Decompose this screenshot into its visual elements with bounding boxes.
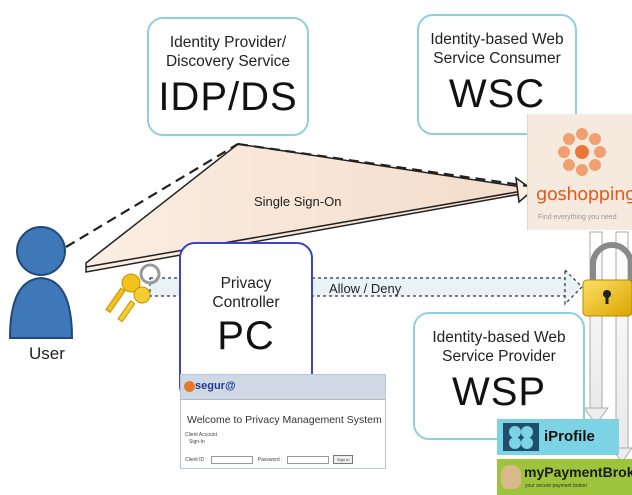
keys-icon bbox=[105, 263, 161, 323]
segura-logo-icon bbox=[184, 381, 195, 392]
wsp-subtitle: Identity-based Web Service Provider bbox=[415, 328, 583, 366]
pc-acronym: PC bbox=[217, 314, 275, 358]
allow-deny-label: Allow / Deny bbox=[329, 281, 402, 296]
wsp-subtitle-line1: Identity-based Web bbox=[432, 329, 566, 346]
wsp-acronym: WSP bbox=[451, 370, 547, 414]
wsp-subtitle-line2: Service Provider bbox=[442, 348, 556, 365]
iprofile-name: iProfile bbox=[544, 428, 595, 445]
pc-subtitle-line1: Privacy bbox=[220, 275, 272, 292]
segura-sign-in-heading: Sign-In bbox=[189, 439, 205, 445]
mypaymentbroker-tagline: your secure payment broker bbox=[525, 483, 588, 489]
goshopping-flower-icon bbox=[558, 128, 606, 176]
padlock-icon bbox=[582, 242, 632, 317]
user-label: User bbox=[29, 344, 65, 363]
wsc-subtitle-line2: Service Consumer bbox=[433, 50, 561, 67]
goshopping-logo: goshopping Find everything you need bbox=[527, 114, 632, 230]
mypaymentbroker-logo-icon bbox=[501, 465, 521, 489]
goshopping-name: goshopping bbox=[536, 184, 632, 205]
idp-dashed-link bbox=[65, 143, 239, 248]
iprofile-logo: iProfile bbox=[497, 419, 619, 455]
idp-acronym: IDP/DS bbox=[158, 75, 298, 119]
wsc-acronym: WSC bbox=[448, 72, 546, 116]
segura-password-label: Password : bbox=[257, 456, 283, 463]
segura-client-id-label: Client ID : bbox=[185, 456, 207, 463]
segura-brand: segur@ bbox=[195, 380, 236, 392]
wsc-subtitle-line1: Identity-based Web bbox=[430, 31, 564, 48]
user-icon bbox=[8, 226, 74, 339]
mypaymentbroker-name: myPaymentBroker bbox=[524, 464, 632, 480]
segura-client-id-input[interactable] bbox=[211, 455, 254, 464]
pc-subtitle-line2: Controller bbox=[212, 294, 280, 311]
idp-subtitle-line2: Discovery Service bbox=[165, 53, 291, 70]
wsc-subtitle: Identity-based Web Service Consumer bbox=[419, 30, 575, 68]
segura-client-account: Client Account bbox=[185, 432, 217, 438]
idp-subtitle-line1: Identity Provider/ bbox=[169, 34, 287, 51]
idp-ds-box: Identity Provider/ Discovery Service IDP… bbox=[147, 17, 309, 136]
single-sign-on-label: Single Sign-On bbox=[254, 194, 342, 209]
iprofile-logo-icon bbox=[503, 423, 539, 451]
idp-subtitle: Identity Provider/ Discovery Service bbox=[149, 33, 307, 71]
segura-login-row: Client ID : Password : Sign In bbox=[185, 455, 354, 464]
segura-password-input[interactable] bbox=[286, 455, 329, 464]
wsp-box: Identity-based Web Service Provider WSP bbox=[413, 312, 585, 440]
segura-header: segur@ bbox=[181, 375, 385, 400]
privacy-management-screenshot: segur@ Welcome to Privacy Management Sys… bbox=[180, 374, 386, 469]
mypaymentbroker-logo: myPaymentBroker your secure payment brok… bbox=[497, 459, 632, 495]
goshopping-tagline: Find everything you need bbox=[538, 214, 617, 221]
segura-welcome: Welcome to Privacy Management System bbox=[187, 414, 382, 426]
pc-subtitle: Privacy Controller bbox=[181, 274, 311, 312]
segura-sign-in-button[interactable]: Sign In bbox=[333, 455, 354, 464]
